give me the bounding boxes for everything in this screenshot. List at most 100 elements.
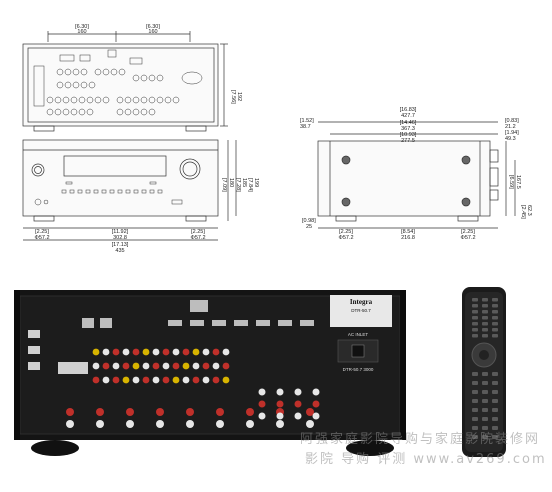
remote-button — [482, 334, 488, 338]
side-dim-b-in: [0.83] — [505, 118, 519, 124]
rca-jack — [192, 348, 200, 356]
front-dim-3-mm: 199 — [253, 178, 259, 187]
rca-jack — [122, 348, 130, 356]
speaker-terminal — [156, 420, 164, 428]
model-label: DTR-50.7 — [351, 308, 371, 313]
remote-button — [492, 390, 498, 394]
remote-button — [472, 408, 478, 412]
speaker-terminal — [312, 412, 320, 420]
speaker-terminal — [66, 408, 74, 416]
rca-jack — [112, 348, 120, 356]
side-dim-g-in: [6.59] — [508, 175, 514, 189]
rca-jack — [162, 376, 170, 384]
side-dim-depth-in: [16.83] — [400, 107, 417, 113]
top-dim-1-in: [6.30] — [75, 24, 89, 30]
rca-jack — [212, 348, 220, 356]
rca-jack — [172, 376, 180, 384]
remote-button — [492, 310, 498, 314]
remote-button — [472, 381, 478, 385]
speaker-terminal — [306, 408, 314, 416]
remote-button — [472, 426, 478, 430]
side-dim-g-mm: 167.5 — [515, 175, 521, 189]
remote-button — [482, 322, 488, 326]
rca-jack — [92, 376, 100, 384]
remote-button — [492, 435, 498, 439]
rca-jack — [162, 348, 170, 356]
rca-jack — [112, 362, 120, 370]
remote-button — [482, 390, 488, 394]
speaker-terminal — [258, 400, 266, 408]
side-dim-f-mm: 25 — [306, 224, 312, 230]
side-dim-h-in: [2.45] — [520, 205, 526, 219]
rca-jack — [122, 362, 130, 370]
remote-button — [482, 304, 488, 308]
remote-button — [472, 417, 478, 421]
front-dim-3-in: [7.84] — [247, 178, 253, 192]
remote-button — [492, 334, 498, 338]
rca-jack — [132, 376, 140, 384]
remote-button — [472, 399, 478, 403]
side-dim-c-mm: 367.3 — [401, 126, 415, 132]
rca-jack — [102, 348, 110, 356]
remote-control-photo — [462, 287, 506, 457]
back-panel-photo: Integra DTR-50.7 AC INLET DTR-50.7 3000 — [14, 290, 406, 456]
speaker-terminal — [96, 408, 104, 416]
speaker-terminal — [294, 388, 302, 396]
side-dim-foot-l-in: [2.25] — [339, 229, 353, 235]
rca-jack — [202, 348, 210, 356]
rca-jack — [132, 348, 140, 356]
speaker-terminal — [126, 408, 134, 416]
side-dim-b-mm: 21.2 — [505, 124, 516, 130]
rca-jack — [202, 376, 210, 384]
speaker-terminal — [156, 408, 164, 416]
remote-button — [472, 322, 478, 326]
rca-jack — [112, 376, 120, 384]
rca-jack — [162, 362, 170, 370]
remote-button — [492, 316, 498, 320]
rca-jack — [102, 362, 110, 370]
rca-jack — [142, 376, 150, 384]
remote-button — [472, 390, 478, 394]
remote-button — [482, 399, 488, 403]
side-dim-c-in: [14.46] — [400, 120, 417, 126]
rca-jack — [152, 376, 160, 384]
rca-jack — [152, 362, 160, 370]
watermark-line-1: 阿强家庭影院导购与家庭影院装修网 — [300, 432, 541, 447]
brand-label: Integra — [350, 298, 373, 306]
remote-button — [482, 408, 488, 412]
remote-button — [482, 328, 488, 332]
top-dim-height-in: [7.56] — [230, 90, 236, 104]
speaker-terminal — [258, 412, 266, 420]
rca-jack — [212, 362, 220, 370]
model-badge: DTR-50.7 3000 — [343, 367, 374, 372]
side-view-drawing — [317, 121, 516, 229]
rca-jack — [192, 362, 200, 370]
speaker-terminal — [246, 420, 254, 428]
remote-button — [482, 310, 488, 314]
speaker-terminal — [312, 388, 320, 396]
rca-jack — [142, 348, 150, 356]
remote-button — [492, 372, 498, 376]
front-dim-foot-l-mm: Φ57.2 — [34, 235, 49, 241]
rca-jack — [172, 362, 180, 370]
rca-jack — [222, 348, 230, 356]
front-dim-foot-r-in: [2.25] — [191, 229, 205, 235]
rca-jack — [212, 376, 220, 384]
front-dim-2-mm: 185 — [241, 178, 247, 187]
remote-button — [492, 381, 498, 385]
speaker-terminal — [258, 388, 266, 396]
rca-jack — [122, 376, 130, 384]
top-dim-2-mm: 160 — [148, 29, 157, 35]
rca-jack — [182, 376, 190, 384]
speaker-terminal — [66, 420, 74, 428]
speaker-terminal — [186, 420, 194, 428]
top-dim-height-mm: 192 — [236, 92, 242, 101]
rca-jack — [172, 348, 180, 356]
remote-button — [472, 435, 478, 439]
speaker-terminal — [246, 408, 254, 416]
front-dim-1-mm: 180 — [228, 178, 234, 187]
side-dim-span-in: [8.54] — [401, 229, 415, 235]
side-dim-depth-mm: 427.7 — [401, 113, 415, 119]
rca-jack — [182, 348, 190, 356]
remote-button — [472, 334, 478, 338]
